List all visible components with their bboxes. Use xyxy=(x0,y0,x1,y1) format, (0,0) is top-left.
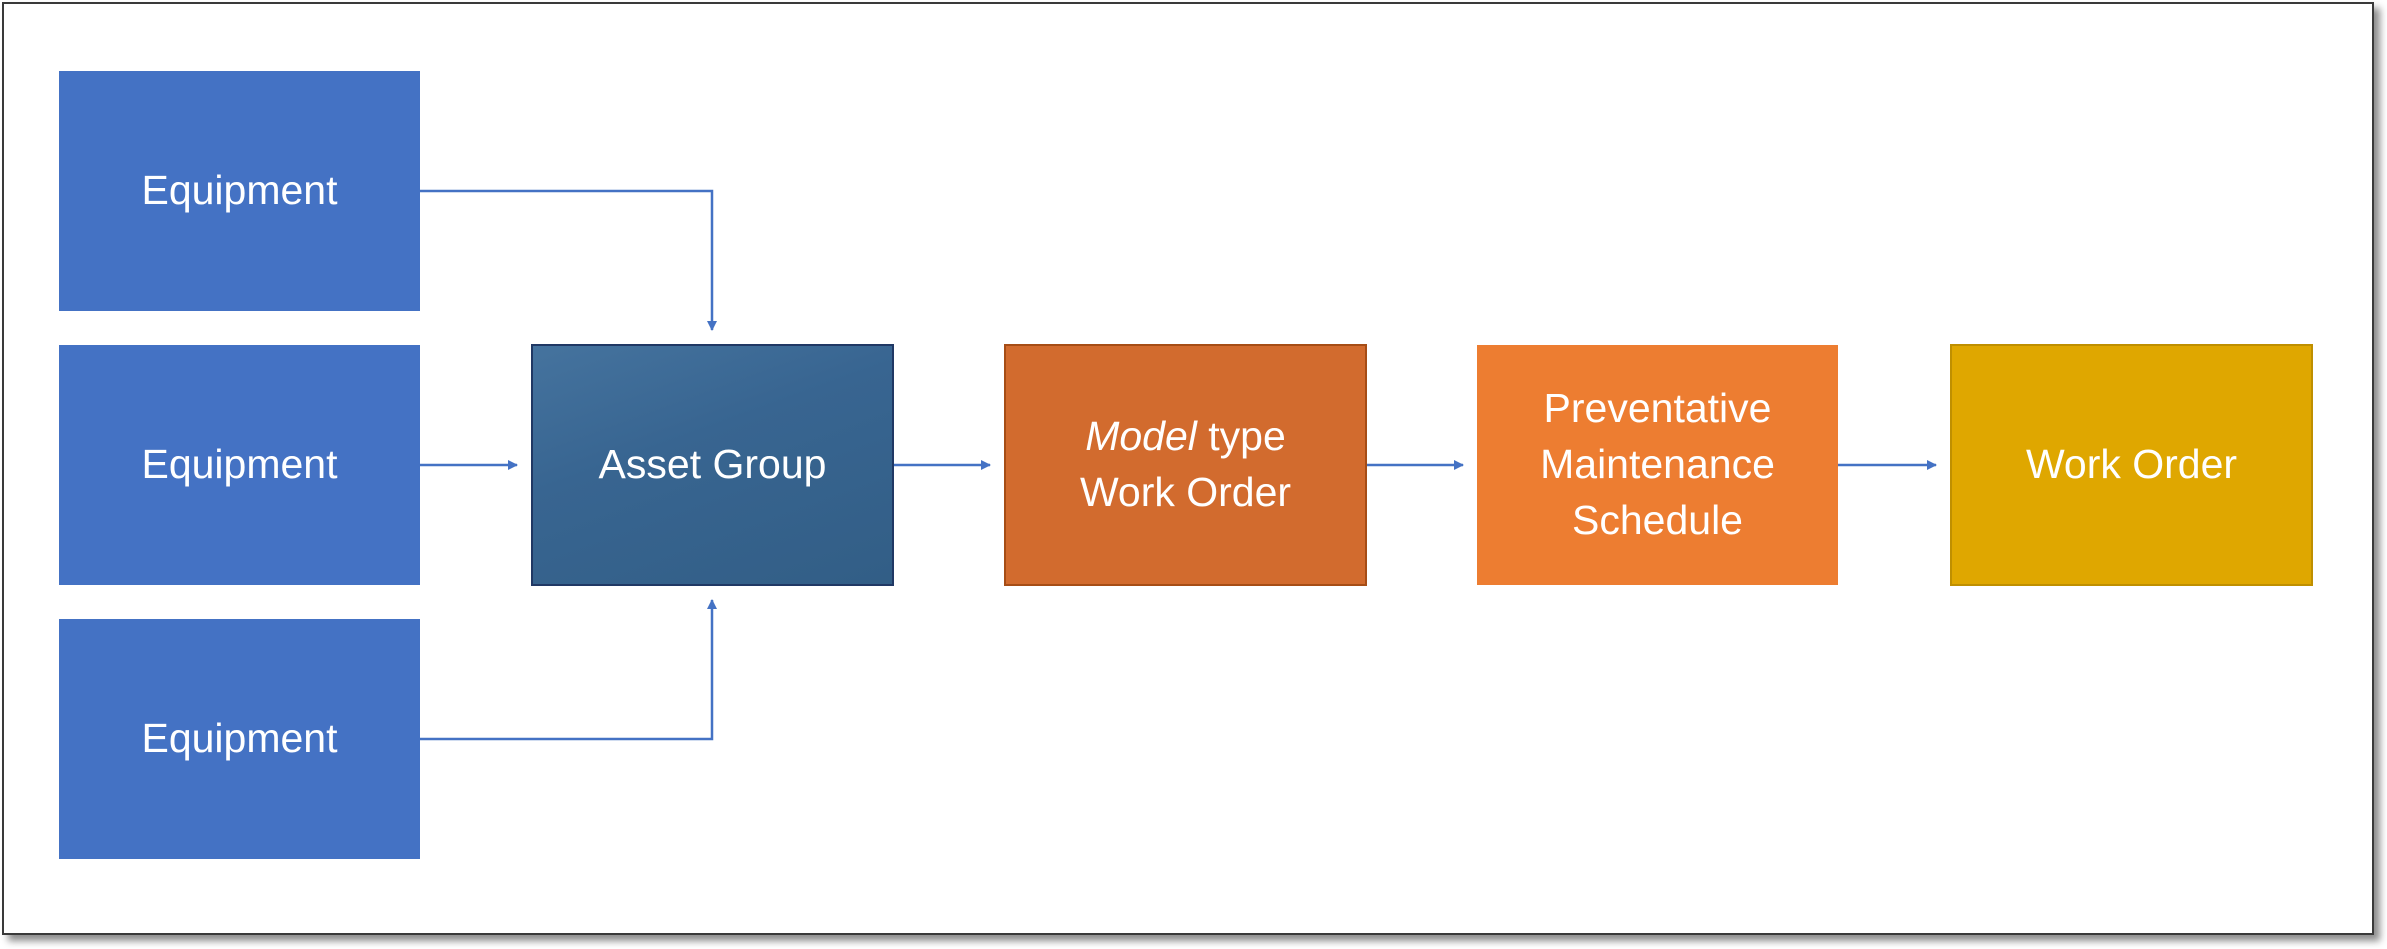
type-text: type xyxy=(1196,413,1286,460)
preventative-maintenance-schedule-node: Preventative Maintenance Schedule xyxy=(1477,345,1838,585)
connector-equipment-1-to-asset-group xyxy=(420,189,717,331)
equipment-node-3: Equipment xyxy=(59,619,420,859)
equipment-node-label: Equipment xyxy=(141,715,338,762)
pm-line-1: Preventative xyxy=(1543,385,1772,432)
connector-equipment-3-to-asset-group xyxy=(420,599,717,741)
equipment-node-2: Equipment xyxy=(59,345,420,585)
asset-group-node: Asset Group xyxy=(531,344,894,586)
equipment-node-label: Equipment xyxy=(141,441,338,488)
model-italic-text: Model xyxy=(1085,413,1197,460)
work-order-label: Work Order xyxy=(2025,441,2238,488)
pm-line-2: Maintenance xyxy=(1540,441,1775,488)
pm-line-3: Schedule xyxy=(1572,496,1743,543)
model-type-work-order-label: Model type Work Order xyxy=(1080,409,1291,521)
asset-group-label: Asset Group xyxy=(598,441,827,488)
work-order-line: Work Order xyxy=(1079,469,1292,515)
model-type-work-order-node: Model type Work Order xyxy=(1004,344,1367,586)
equipment-node-1: Equipment xyxy=(59,71,420,311)
work-order-node: Work Order xyxy=(1950,344,2313,586)
equipment-node-label: Equipment xyxy=(141,167,338,214)
pm-schedule-label: Preventative Maintenance Schedule xyxy=(1540,381,1775,548)
model-type-line: Model type xyxy=(1080,409,1291,465)
